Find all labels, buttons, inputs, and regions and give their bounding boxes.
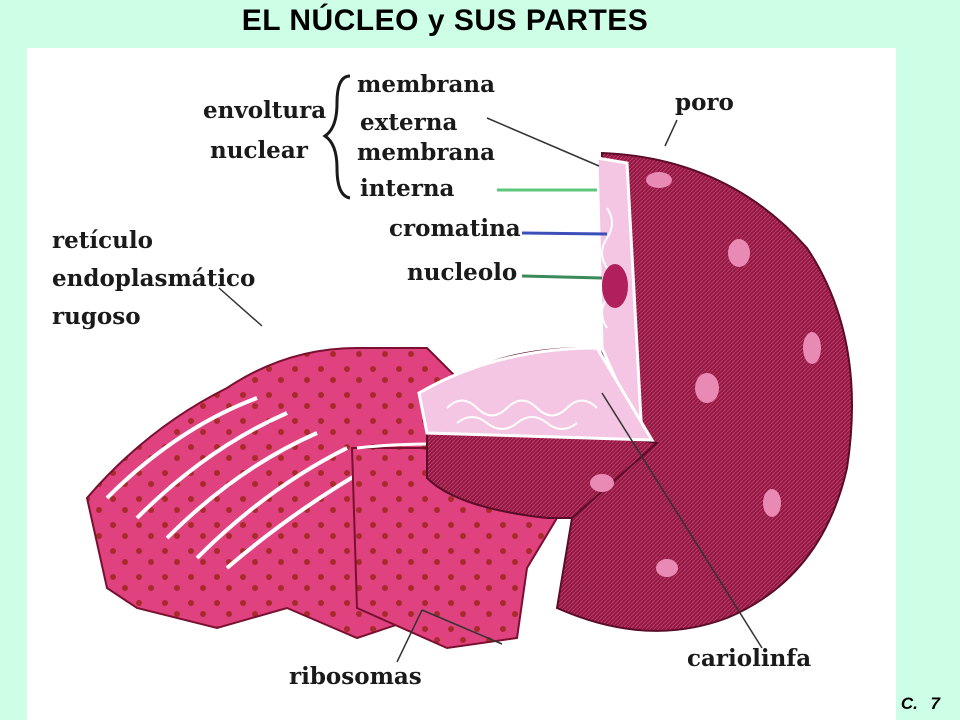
page-title: EL NÚCLEO y SUS PARTES	[241, 4, 649, 37]
label-nuclear: nuclear	[210, 137, 309, 164]
nucleolus-shape	[602, 264, 628, 308]
label-membrana-interna-2: interna	[360, 175, 455, 202]
pore-shape	[656, 559, 678, 577]
label-membrana-externa-2: externa	[360, 109, 457, 136]
diagram-panel: envoltura nuclear membrana externa membr…	[27, 48, 896, 720]
nucleus-diagram: envoltura nuclear membrana externa membr…	[52, 71, 853, 690]
label-endoplasmatico: endoplasmático	[52, 265, 255, 292]
pore-shape	[803, 332, 821, 364]
label-cariolinfa: cariolinfa	[687, 645, 811, 672]
label-poro: poro	[675, 89, 734, 116]
pore-shape	[646, 172, 672, 188]
label-nucleolo: nucleolo	[407, 259, 517, 286]
slide-number: C. 7	[900, 694, 940, 713]
pore-shape	[590, 474, 614, 492]
pore-shape	[695, 373, 719, 403]
label-membrana-externa-1: membrana	[357, 71, 495, 98]
label-membrana-interna-1: membrana	[357, 139, 495, 166]
nucleus	[417, 151, 853, 632]
label-reticulo: retículo	[52, 227, 153, 254]
label-envoltura: envoltura	[203, 97, 326, 124]
label-ribosomas: ribosomas	[289, 663, 422, 690]
pore-shape	[763, 489, 781, 517]
envelope-bracket	[322, 74, 351, 200]
pore-shape	[728, 239, 750, 267]
leader-lines	[218, 117, 763, 663]
label-rugoso: rugoso	[52, 303, 141, 330]
label-cromatina: cromatina	[389, 215, 521, 242]
